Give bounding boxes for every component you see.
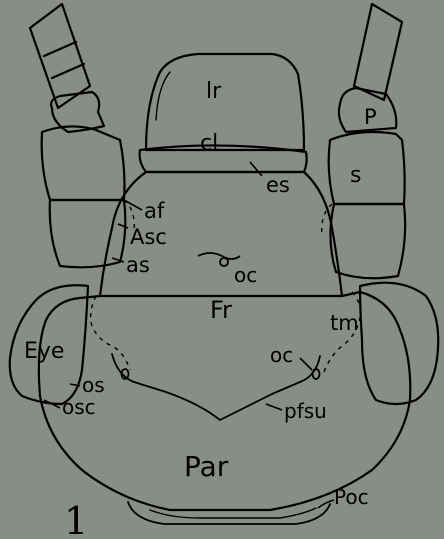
label-P: P [364, 105, 377, 129]
label-cl: cl [200, 131, 218, 156]
label-af: af [144, 199, 165, 223]
label-oc-right: oc [270, 343, 293, 367]
label-s: s [350, 163, 361, 188]
label-osc: osc [62, 395, 96, 419]
label-es: es [266, 173, 290, 197]
label-fr: Fr [210, 296, 232, 324]
label-par: Par [184, 450, 229, 483]
label-asc: Asc [130, 225, 167, 249]
label-pfsu: pfsu [284, 399, 327, 423]
label-lr: lr [206, 79, 222, 104]
label-os: os [82, 373, 105, 397]
label-tm: tm [330, 311, 359, 335]
label-oc-center: oc [234, 263, 257, 287]
figure-number: 1 [64, 499, 88, 539]
label-eye: Eye [24, 339, 64, 364]
label-poc: Poc [334, 485, 369, 509]
label-as: as [126, 253, 150, 277]
